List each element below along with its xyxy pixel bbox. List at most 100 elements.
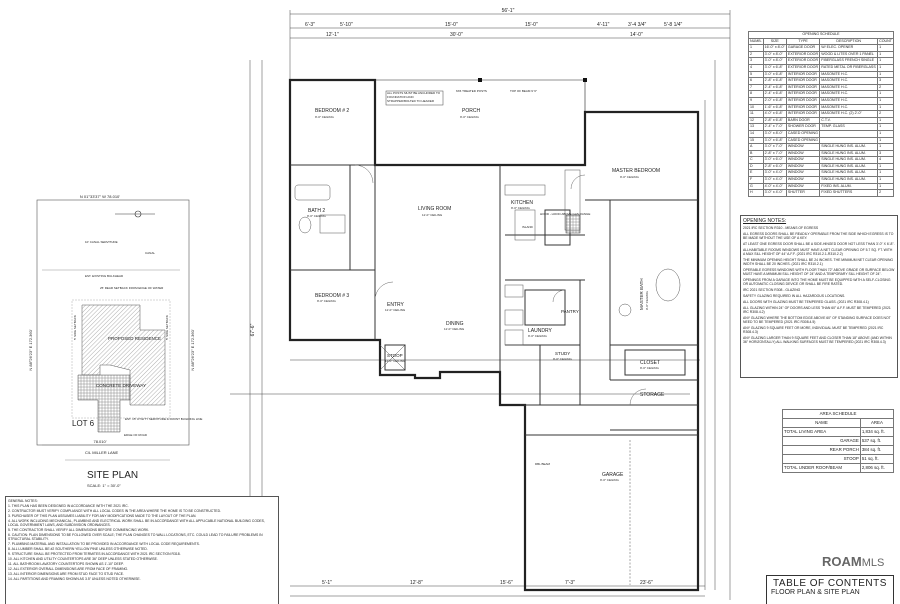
table-cell: 3'-0" x 4'-0" bbox=[762, 176, 787, 184]
porch-note: ALL POSTS MUST BE ANCHORED TO FOUNDATION… bbox=[387, 92, 441, 103]
table-cell: REAR PORCH bbox=[782, 445, 861, 455]
post-note: 6X6 TREATED POSTS bbox=[456, 89, 487, 93]
table-cell: 2'-0" x 6'-8" bbox=[762, 96, 787, 105]
table-cell: WINDOW bbox=[785, 182, 821, 191]
porch-note-box bbox=[385, 90, 444, 106]
dimension-lines bbox=[230, 10, 731, 600]
svg-text:PROPOSED RESIDENCE: PROPOSED RESIDENCE bbox=[108, 336, 161, 341]
svg-text:KITCHEN: KITCHEN bbox=[511, 200, 533, 206]
table-cell: 3'-0" x 6'-8" bbox=[762, 70, 787, 79]
table-cell: 1'-6" x 6'-8" bbox=[762, 103, 787, 112]
table-cell: GARAGE bbox=[782, 436, 861, 446]
col-header: AREA bbox=[859, 418, 895, 428]
watermark-brand: ROAM bbox=[822, 554, 862, 569]
table-cell: 1 bbox=[877, 143, 894, 151]
general-note: 4. ALL WORK INCLUDING MECHANICAL, PLUMBI… bbox=[8, 519, 265, 527]
post-icon bbox=[583, 78, 587, 82]
dim: 14'-0" bbox=[630, 32, 643, 38]
svg-text:CANAL: CANAL bbox=[145, 251, 155, 255]
table-cell: 2,806 sq. ft. bbox=[859, 463, 895, 473]
svg-text:DINING: DINING bbox=[446, 321, 464, 327]
toc-title: TABLE OF CONTENTS bbox=[773, 578, 887, 589]
svg-text:BATH 2: BATH 2 bbox=[308, 208, 325, 214]
svg-text:9'-0" CEILING: 9'-0" CEILING bbox=[620, 175, 639, 179]
table-cell: MASONITE H.C. bbox=[819, 77, 879, 85]
dim: 5'-1" bbox=[322, 580, 332, 586]
table-cell: 2'-8" x 6'-8" bbox=[762, 77, 787, 85]
table-cell: 1 bbox=[877, 44, 894, 52]
table-cell: SINGLE HUNG INS. ALUM. bbox=[819, 149, 879, 158]
table-cell: INTERIOR DOOR bbox=[785, 77, 821, 85]
svg-text:STOOP: STOOP bbox=[387, 353, 403, 358]
site-plan-title: SITE PLAN bbox=[87, 470, 138, 481]
col-header: TYPE bbox=[785, 37, 821, 46]
table-cell: 3'-0" x 4'-0" bbox=[762, 189, 787, 197]
table-cell: STOOP bbox=[782, 454, 861, 464]
table-cell: SHOWER DOOR bbox=[785, 123, 821, 131]
street-label: C/L MILLER LANE bbox=[85, 450, 119, 455]
general-note: 3. PURCHASER OF THIS PLAN ASSUMES LIABIL… bbox=[8, 514, 197, 518]
svg-text:PORCH: PORCH bbox=[462, 108, 480, 114]
opening-note: AT LEAST ONE EGRESS DOOR SHALL BE A SIDE… bbox=[743, 242, 895, 246]
table-cell: 1 bbox=[877, 50, 894, 59]
opening-note: ALL GLAZING WITHIN 24" OF DOORS AND LESS… bbox=[743, 306, 891, 314]
east-bearing: N 88°26'23" E 172.360' bbox=[190, 329, 195, 370]
general-note: 8. ALL LUMBER SHALL BE #2 SOUTHERN YELLO… bbox=[8, 547, 148, 551]
table-cell: 10 bbox=[748, 103, 764, 112]
table-cell: 16'-0" x 8'-0" bbox=[762, 44, 787, 52]
opening-note: IRC 2021 SECTION R308 - GLAZING bbox=[743, 288, 801, 292]
roam-mls-watermark: ROAMMLS bbox=[822, 554, 884, 569]
table-cell: 3'-0" x 8'-0" bbox=[762, 57, 787, 65]
table-cell: MASONITE H.C. bbox=[819, 103, 879, 112]
exterior-walls bbox=[288, 78, 700, 592]
dim: 15'-0" bbox=[445, 22, 458, 28]
svg-text:GARAGE: GARAGE bbox=[602, 472, 624, 478]
svg-text:EST. EXISTING BULKHEAD: EST. EXISTING BULKHEAD bbox=[85, 274, 124, 278]
table-cell: 1 bbox=[877, 63, 894, 72]
svg-text:MASTER BEDROOM: MASTER BEDROOM bbox=[612, 168, 660, 174]
table-cell: 4'-0" x 4'-0" bbox=[762, 182, 787, 191]
dim: 6'-3" bbox=[305, 22, 315, 28]
table-cell: H bbox=[748, 189, 764, 197]
room-pantry: PANTRY bbox=[561, 309, 579, 314]
table-cell: SINGLE HUNG INS. ALUM. bbox=[819, 162, 879, 171]
svg-text:PANTRY: PANTRY bbox=[561, 309, 579, 314]
svg-text:11'-0" CEILING: 11'-0" CEILING bbox=[444, 327, 465, 331]
table-cell: C bbox=[748, 156, 764, 164]
col-header: SIZE bbox=[762, 37, 787, 46]
general-note: 12. ALL EXTERIOR OVERALL DIMENSIONS ARE … bbox=[8, 567, 129, 571]
table-cell: FIXED SHUTTERS bbox=[819, 189, 879, 197]
table-cell: MASONITE H.C. bbox=[819, 70, 879, 79]
table-cell: TOTAL LIVING AREA bbox=[782, 427, 861, 437]
opening-notes-title: OPENING NOTES: bbox=[743, 218, 787, 224]
table-cell: 1 bbox=[877, 123, 894, 131]
table-cell: 1 bbox=[877, 90, 894, 98]
table-cell: 3'-0" x 8'-0" bbox=[762, 50, 787, 59]
table-cell: 7 bbox=[748, 83, 764, 92]
svg-text:5' SIDE SETBACK: 5' SIDE SETBACK bbox=[165, 315, 169, 340]
table-cell: 2'-8" x 6'-8" bbox=[762, 116, 787, 125]
svg-text:11'-0" CEILING: 11'-0" CEILING bbox=[422, 213, 443, 217]
table-cell: 3'-0" x 6'-0" bbox=[762, 156, 787, 164]
general-note: 1. THIS PLAN HAS BEEN DESIGNED IN ACCORD… bbox=[8, 504, 129, 508]
table-cell: 4 bbox=[877, 156, 894, 164]
interior-walls bbox=[290, 164, 698, 436]
table-cell: 9 bbox=[748, 96, 764, 105]
street-bearing: 78.010' bbox=[94, 439, 107, 444]
general-note: 9. STRUCTURE SHALL BE PROTECTED FROM TER… bbox=[8, 552, 181, 556]
table-cell: 11 bbox=[748, 110, 764, 118]
table-cell: GARAGE DOOR bbox=[785, 44, 821, 52]
svg-text:LIVING ROOM: LIVING ROOM bbox=[418, 206, 451, 212]
table-cell: C.T.V. bbox=[819, 116, 879, 125]
